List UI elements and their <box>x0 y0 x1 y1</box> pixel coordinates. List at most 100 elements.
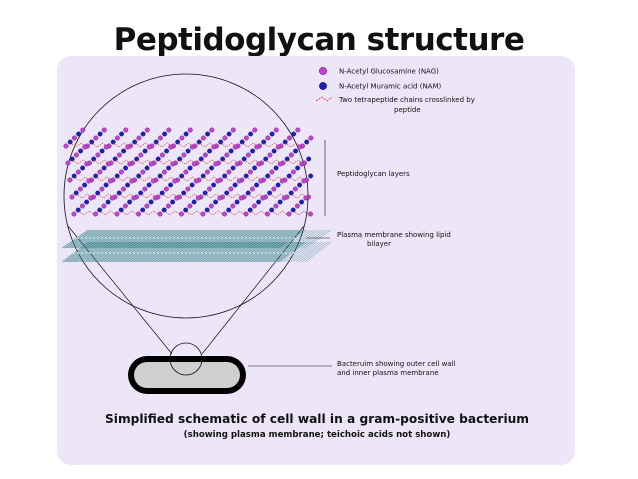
diagram-subcaption: (showing plasma membrane; teichoic acids… <box>184 430 451 440</box>
lipid-head <box>197 252 199 254</box>
lipid-head <box>305 252 307 254</box>
blue-dot-icon <box>319 82 327 90</box>
nag-unit <box>200 211 206 217</box>
lipid-head <box>137 252 139 254</box>
nag-unit <box>294 203 300 209</box>
nag-unit <box>269 169 275 175</box>
lipid-tail <box>127 241 155 263</box>
lipid-tail <box>211 241 239 263</box>
nam-unit <box>148 199 154 205</box>
nag-unit <box>189 144 195 150</box>
lipid-head <box>125 252 127 254</box>
nag-unit <box>297 144 303 150</box>
lipid-tail <box>298 241 326 263</box>
nag-unit <box>234 161 240 167</box>
nam-unit <box>241 156 247 162</box>
nam-unit <box>286 173 292 179</box>
nam-unit <box>277 199 283 205</box>
nam-unit <box>155 156 161 162</box>
nam-unit <box>164 148 170 154</box>
bacterium-label-2: and inner plasma membrane <box>337 369 439 377</box>
nam-unit <box>213 199 219 205</box>
nam-unit <box>183 131 189 137</box>
lipid-head <box>129 252 131 254</box>
lipid-head <box>105 237 107 239</box>
lipid-tail <box>142 241 170 263</box>
lipid-head <box>153 237 155 239</box>
nag-unit <box>209 127 215 133</box>
nag-unit <box>286 211 292 217</box>
dashed-red-line-icon <box>315 96 333 102</box>
nam-unit <box>175 139 181 145</box>
peptidoglycan-lattice <box>63 127 314 217</box>
nam-unit <box>142 148 148 154</box>
lipid-head <box>161 252 163 254</box>
lipid-head <box>153 252 155 254</box>
lipid-head <box>257 252 259 254</box>
nam-unit <box>239 139 245 145</box>
lipid-tail <box>295 241 323 263</box>
lipid-head <box>169 237 171 239</box>
nag-unit <box>120 186 126 192</box>
nam-unit <box>84 199 90 205</box>
nam-unit <box>101 165 107 171</box>
nag-unit <box>122 203 128 209</box>
lipid-tail <box>121 241 149 263</box>
nag-unit <box>204 169 210 175</box>
lipid-head <box>177 237 179 239</box>
lipid-head <box>185 252 187 254</box>
nam-unit <box>82 182 88 188</box>
plasma-membrane-bilayer <box>61 229 332 263</box>
nam-unit <box>140 131 146 137</box>
nag-unit <box>174 195 180 201</box>
zoom-line-left <box>67 225 173 355</box>
lipid-head <box>297 252 299 254</box>
nam-unit <box>138 190 144 196</box>
nag-unit <box>116 152 122 158</box>
nam-unit <box>181 190 187 196</box>
lipid-head <box>273 237 275 239</box>
lipid-head <box>93 252 95 254</box>
nag-unit <box>95 152 101 158</box>
lipid-head <box>85 237 87 239</box>
nam-unit <box>189 182 195 188</box>
nam-unit <box>166 165 172 171</box>
lipid-head <box>149 237 151 239</box>
peptide-crosslink <box>288 176 307 182</box>
lipid-head <box>269 237 271 239</box>
lipid-head <box>253 252 255 254</box>
lipid-head <box>133 252 135 254</box>
nag-unit <box>273 127 279 133</box>
zoom-source-circle <box>169 342 203 376</box>
nam-unit <box>89 139 95 145</box>
nag-unit <box>252 127 258 133</box>
nam-unit <box>114 173 120 179</box>
nag-unit <box>228 186 234 192</box>
nam-unit <box>183 207 189 213</box>
lipid-head <box>77 237 79 239</box>
nag-unit <box>308 135 314 141</box>
nag-unit <box>279 178 285 184</box>
lipid-head <box>281 237 283 239</box>
nag-unit <box>73 152 79 158</box>
lipid-head <box>281 252 283 254</box>
nag-unit <box>144 127 150 133</box>
nag-unit <box>101 127 107 133</box>
lipid-head <box>197 237 199 239</box>
lipid-head <box>209 237 211 239</box>
peptide-crosslink <box>73 176 92 182</box>
nam-unit <box>121 148 127 154</box>
peptide-crosslink <box>177 142 195 148</box>
nam-unit <box>265 173 271 179</box>
lipid-tail <box>145 241 173 263</box>
lipid-tail <box>235 241 263 263</box>
peptide-crosslink <box>120 210 139 216</box>
nag-unit <box>232 144 238 150</box>
nag-unit <box>206 186 212 192</box>
nag-unit <box>303 195 309 201</box>
nam-unit <box>73 190 79 196</box>
lipid-tail <box>181 241 209 263</box>
peptide-crosslink <box>204 193 223 199</box>
nag-unit <box>75 169 81 175</box>
